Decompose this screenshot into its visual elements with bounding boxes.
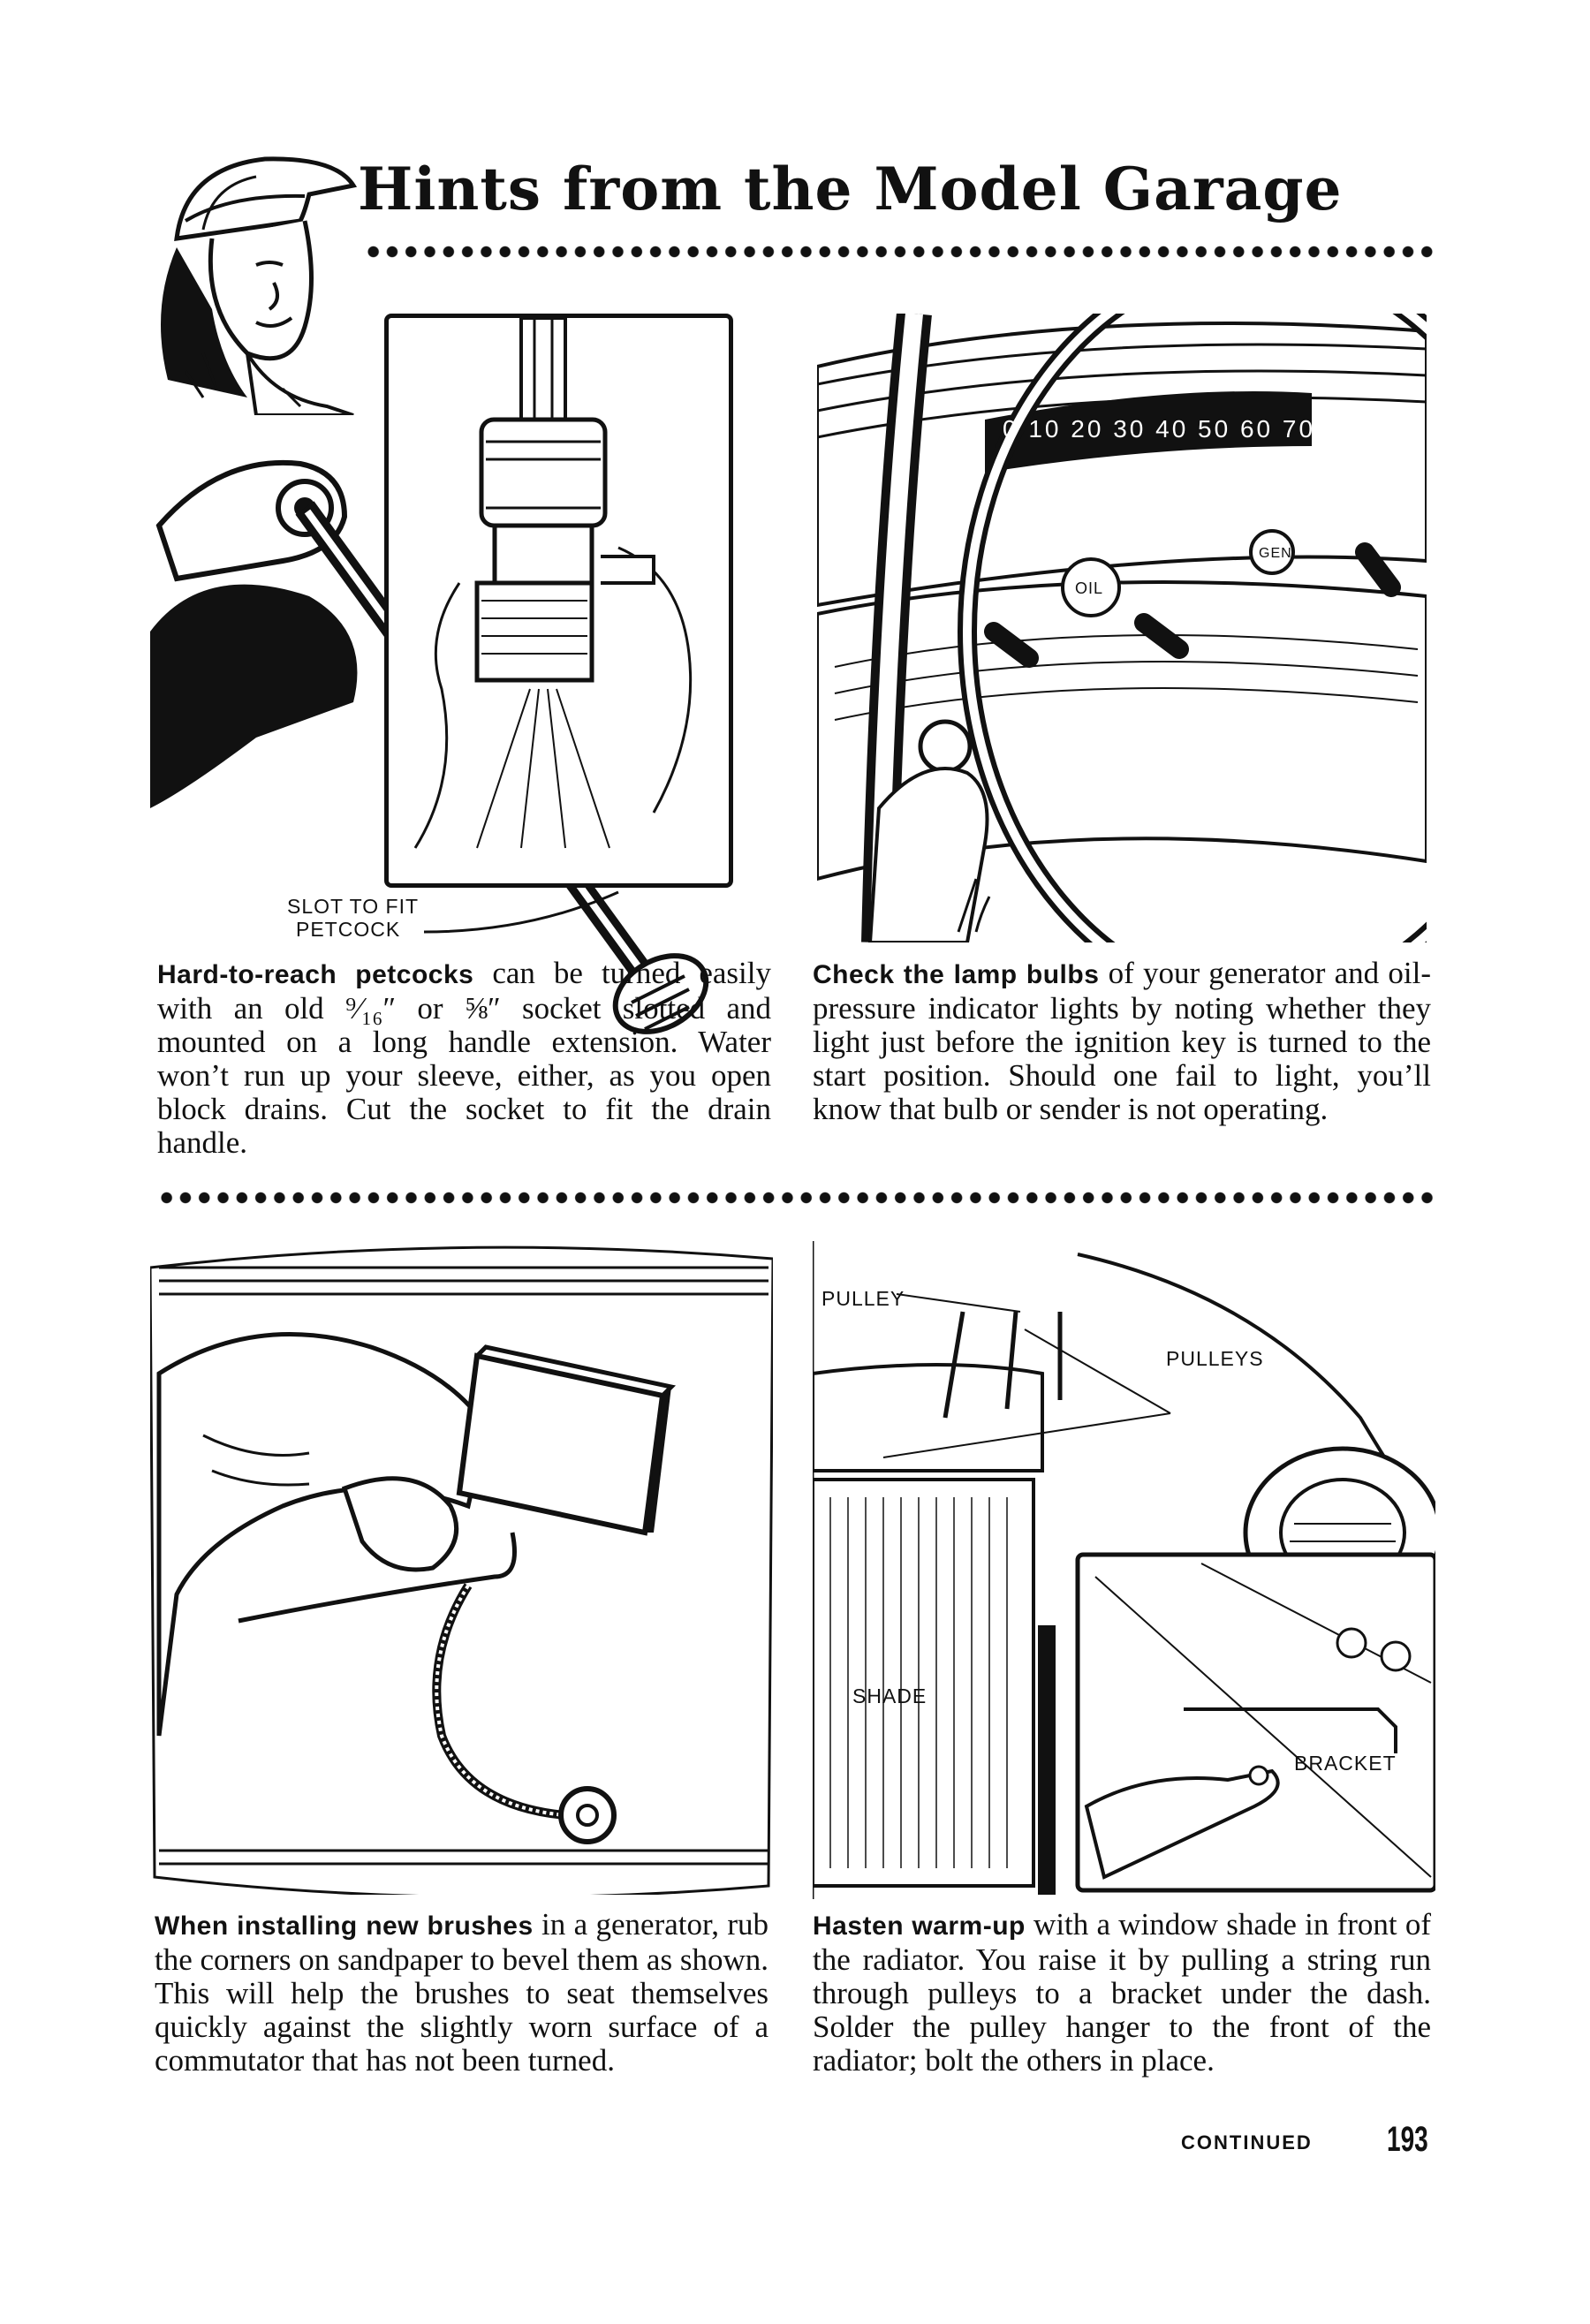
radiator-shade-panel: PULLEY PULLEYS SHADE BRACKET [811, 1241, 1442, 1899]
generator-brush-panel [148, 1241, 775, 1899]
page-number: 193 [1387, 2120, 1428, 2159]
petcock-closeup-panel [384, 314, 733, 888]
callout-shade: SHADE [852, 1684, 928, 1707]
callout-slot-to-fit: SLOT TO FIT [287, 895, 420, 918]
gen-lamp-label: GEN [1259, 546, 1292, 561]
warm-up-caption: Hasten warm-up with a window shade in fr… [813, 1908, 1431, 2078]
continued-label: CONTINUED [1181, 2131, 1313, 2154]
petcock-caption-body: can be turned easily with an old ⁹⁄₁₆″ o… [157, 956, 772, 1160]
title-dot-rule [364, 246, 1435, 258]
brush-caption: When installing new brushes in a generat… [155, 1908, 768, 2078]
lamp-bulb-caption-lead: Check the lamp bulbs [813, 960, 1100, 989]
callout-pulley: PULLEY [822, 1287, 905, 1310]
dashboard-panel: 0 10 20 30 40 50 60 70 OIL GEN [817, 314, 1427, 942]
petcock-hint: SLOT TO FIT PETCOCK [150, 314, 786, 1162]
oil-lamp-label: OIL [1075, 579, 1104, 597]
mechanic-illustration [150, 132, 362, 417]
brush-caption-body: in a generator, rub the corners on sandp… [155, 1907, 768, 2078]
lamp-bulb-caption: Check the lamp bulbs of your generator a… [813, 957, 1431, 1126]
callout-bracket: BRACKET [1294, 1752, 1397, 1775]
lamp-bulb-caption-body: of your generator and oil-pressure indic… [813, 956, 1431, 1126]
petcock-caption: Hard-to-reach petcocks can be turned eas… [157, 957, 771, 1160]
warm-up-caption-body: with a window shade in front of the radi… [813, 1907, 1431, 2078]
warm-up-caption-lead: Hasten warm-up [813, 1911, 1026, 1941]
middle-dot-rule [157, 1192, 1435, 1204]
brush-caption-lead: When installing new brushes [155, 1911, 534, 1941]
petcock-caption-lead: Hard-to-reach petcocks [157, 960, 474, 989]
callout-pulleys: PULLEYS [1166, 1347, 1264, 1370]
callout-petcock: PETCOCK [296, 918, 401, 941]
page-title: Hints from the Model Garage [358, 155, 1343, 223]
speedometer-scale: 0 10 20 30 40 50 60 70 [1003, 415, 1316, 443]
callout-leader-line [423, 888, 627, 941]
